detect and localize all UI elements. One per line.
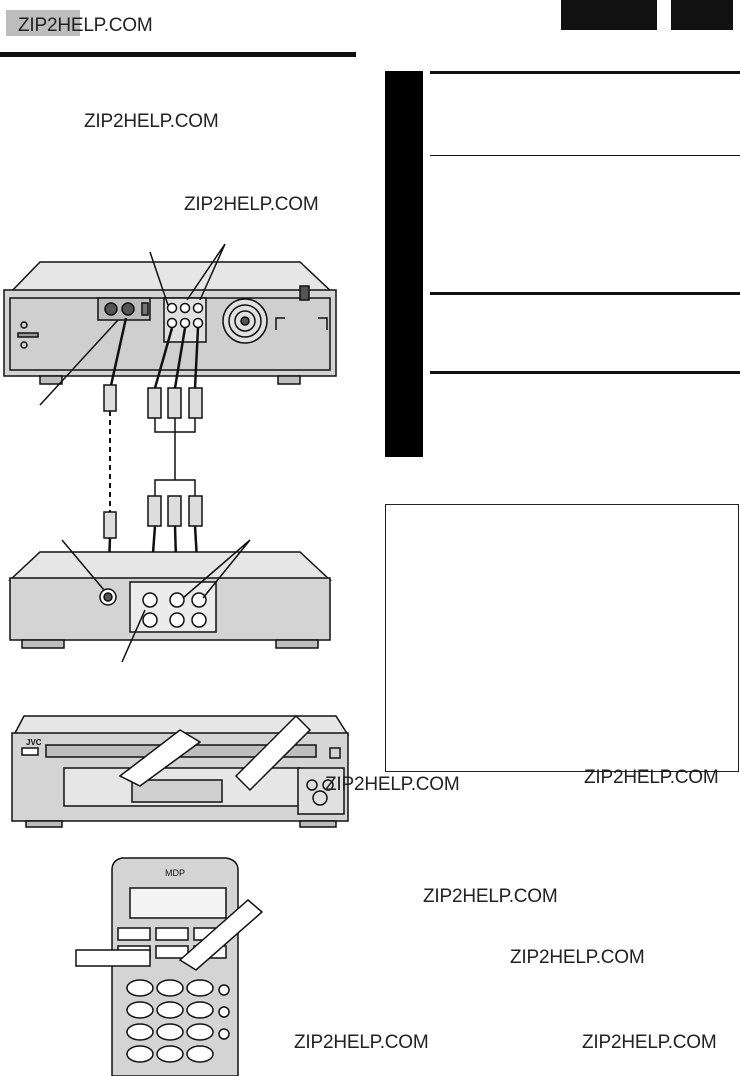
header-tab-right-group-2 [671,0,733,30]
watermark-5: ZIP2HELP.COM [423,886,558,907]
note-box [385,504,739,772]
watermark-8: ZIP2HELP.COM [582,1032,717,1053]
second-device [8,551,332,649]
section-rule-2 [430,155,740,156]
remote-brand-label: MDP [165,868,185,878]
section-rule-1 [430,71,740,74]
header-rule [0,52,356,57]
watermark-top-left: ZIP2HELP.COM [18,15,153,36]
section-rule-3 [430,292,740,295]
header-tab-left [6,10,80,36]
watermark-2: ZIP2HELP.COM [184,194,319,215]
vcr-brand-label: JVC [26,738,42,747]
section-sidebar-bar [385,71,423,457]
rear-panel-device [3,261,337,385]
watermark-6: ZIP2HELP.COM [510,947,645,968]
watermark-7: ZIP2HELP.COM [294,1032,429,1053]
header-tab-right-group-1 [561,0,657,30]
section-rule-4 [430,371,740,374]
rca-cables-top [103,317,203,595]
remote-control [111,857,239,1076]
watermark-3: ZIP2HELP.COM [325,774,460,795]
watermark-4: ZIP2HELP.COM [584,767,719,788]
watermark-1: ZIP2HELP.COM [84,111,219,132]
